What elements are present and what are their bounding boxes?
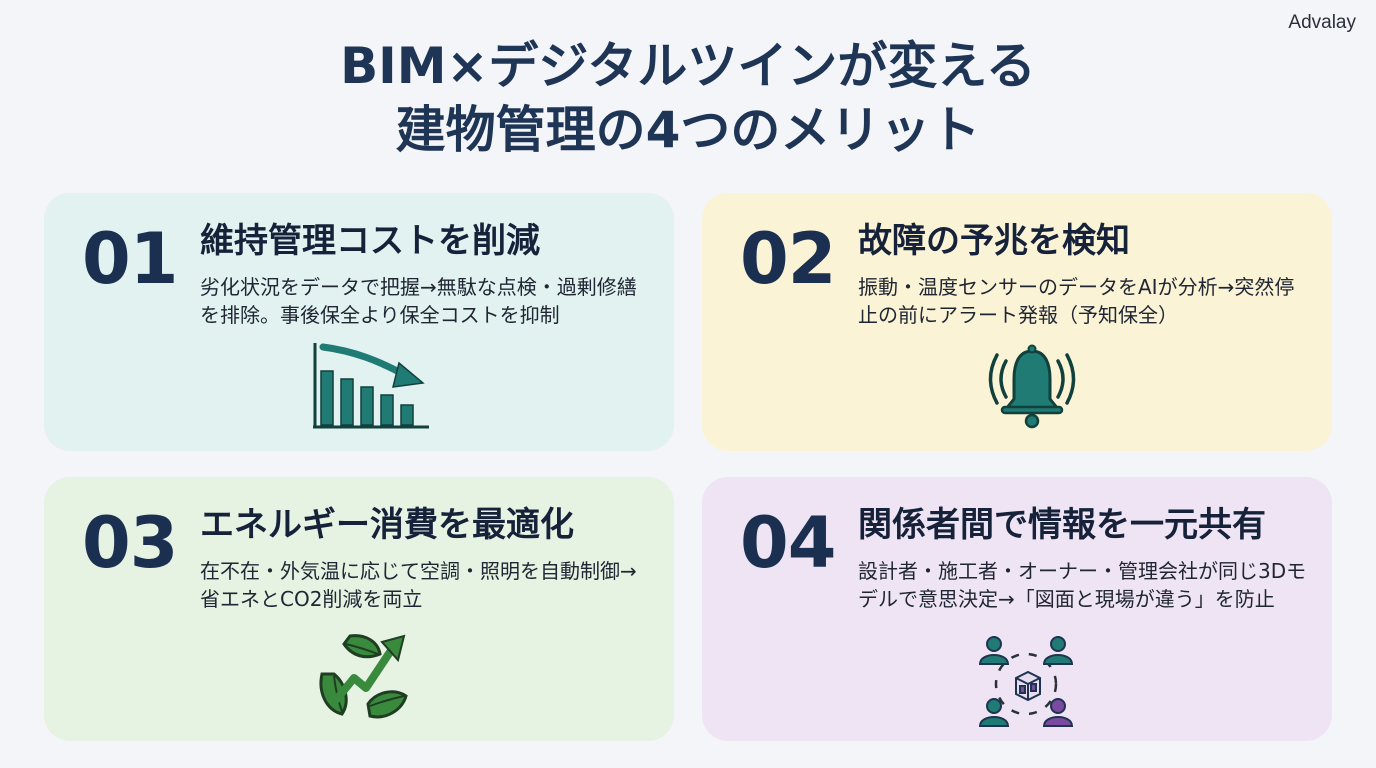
declining-bar-chart-icon [309,343,433,437]
card-number: 01 [82,218,178,300]
card-title: 関係者間で情報を一元共有 [858,505,1266,545]
page-title: BIM×デジタルツインが変える 建物管理の4つのメリット [0,34,1376,162]
benefit-card-cost: 01 維持管理コストを削減 劣化状況をデータで把握→無駄な点検・過剰修繕を排除。… [44,193,674,451]
card-description: 劣化状況をデータで把握→無駄な点検・過剰修繕を排除。事後保全より保全コストを抑制 [200,275,637,327]
people-sharing-model-icon [976,632,1076,736]
benefit-card-energy: 03 エネルギー消費を最適化 在不在・外気温に応じて空調・照明を自動制御→省エネ… [44,477,674,741]
card-description: 設計者・施工者・オーナー・管理会社が同じ3Dモデルで意思決定→「図面と現場が違う… [858,559,1307,611]
brand-logo: Advalay [1288,12,1356,33]
card-description: 在不在・外気温に応じて空調・照明を自動制御→省エネとCO2削減を両立 [200,559,637,611]
eco-leaves-growth-icon [314,630,414,729]
card-title: 故障の予兆を検知 [858,221,1130,261]
benefit-card-information-sharing: 04 関係者間で情報を一元共有 設計者・施工者・オーナー・管理会社が同じ3Dモデ… [702,477,1332,741]
page-title-line-2: 建物管理の4つのメリット [395,101,981,159]
page-title-line-1: BIM×デジタルツインが変える [340,37,1036,95]
card-title: エネルギー消費を最適化 [200,505,574,545]
card-title: 維持管理コストを削減 [200,221,540,261]
card-number: 02 [740,218,836,300]
card-number: 03 [82,502,178,584]
card-description: 振動・温度センサーのデータをAIが分析→突然停止の前にアラート発報（予知保全） [858,275,1295,327]
card-number: 04 [740,502,836,584]
alarm-bell-icon [982,343,1082,437]
benefit-card-failure-detection: 02 故障の予兆を検知 振動・温度センサーのデータをAIが分析→突然停止の前にア… [702,193,1332,451]
